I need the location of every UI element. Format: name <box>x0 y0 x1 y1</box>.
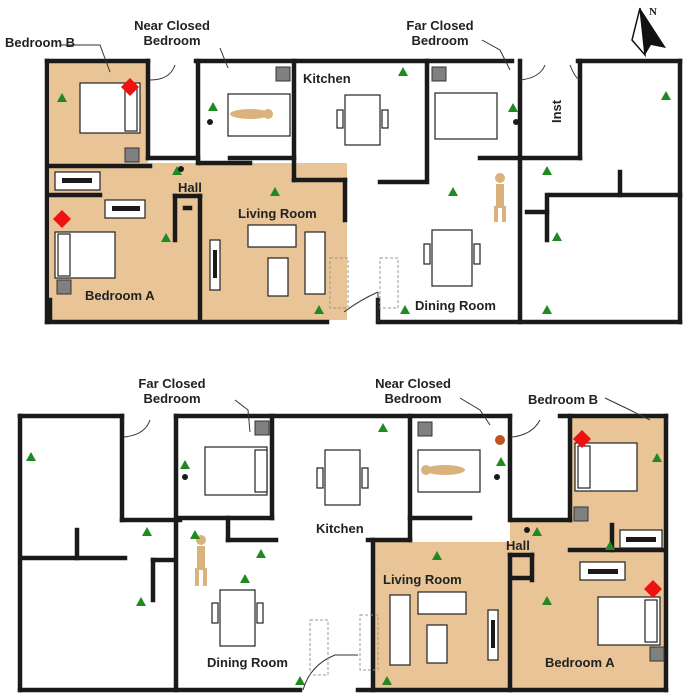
sofa-bottom <box>417 591 467 615</box>
black-dots-top <box>178 119 519 172</box>
doors-top <box>149 64 581 322</box>
doors-bottom <box>123 419 541 691</box>
label-hall-bottom: Hall <box>506 538 530 553</box>
black-dots-bottom <box>182 474 530 533</box>
plan-bottom <box>17 397 669 693</box>
table-kitchen <box>344 94 381 146</box>
label-far-closed-bottom: Far Closed Bedroom <box>138 376 206 406</box>
fixture-boxes-top <box>56 66 447 295</box>
label-near-closed-top: Near Closed Bedroom <box>134 18 210 48</box>
dark-details-bottom <box>491 537 656 648</box>
label-living-room-bottom: Living Room <box>383 572 462 587</box>
sofa-top <box>247 224 297 248</box>
plan-top <box>44 39 683 325</box>
leader-lines-top <box>60 39 511 73</box>
detector-diamonds-bottom <box>573 430 662 598</box>
fixture-boxes-bottom <box>254 420 665 662</box>
label-bedroom-b-top: Bedroom B <box>5 35 76 50</box>
dark-details-top <box>62 178 217 278</box>
sensor-triangles-bottom <box>26 423 662 685</box>
table-kitchen-b <box>324 449 361 506</box>
label-bedroom-a-top: Bedroom A <box>85 288 155 303</box>
table-dining-b <box>219 589 256 647</box>
person-figures-top <box>230 109 506 222</box>
bed-far-closed <box>434 92 498 140</box>
leader-lines-bottom <box>234 397 651 433</box>
label-near-closed-bottom: Near Closed Bedroom <box>375 376 451 406</box>
label-dining-room-bottom: Dining Room <box>207 655 288 670</box>
glass-doors-bottom <box>309 614 379 676</box>
alarm-dot <box>495 435 505 445</box>
label-living-room-top: Living Room <box>238 206 317 221</box>
label-far-closed-top: Far Closed Bedroom <box>406 18 474 48</box>
label-kitchen-bottom: Kitchen <box>316 521 364 536</box>
label-inst-top: Inst <box>549 99 564 123</box>
label-kitchen-top: Kitchen <box>303 71 351 86</box>
compass-icon <box>631 7 666 58</box>
label-dining-room-top: Dining Room <box>415 298 496 313</box>
glass-doors-top <box>329 257 399 309</box>
furniture-top <box>54 82 498 297</box>
label-bedroom-b-bottom: Bedroom B <box>528 392 599 407</box>
walls-top <box>44 58 683 325</box>
sensor-triangles-top <box>57 67 671 314</box>
detector-diamonds-top <box>53 78 139 228</box>
compass-north-label: N <box>649 6 657 18</box>
label-hall-top: Hall <box>178 180 202 195</box>
table-dining-top <box>431 229 473 287</box>
label-bedroom-a-bottom: Bedroom A <box>545 655 615 670</box>
